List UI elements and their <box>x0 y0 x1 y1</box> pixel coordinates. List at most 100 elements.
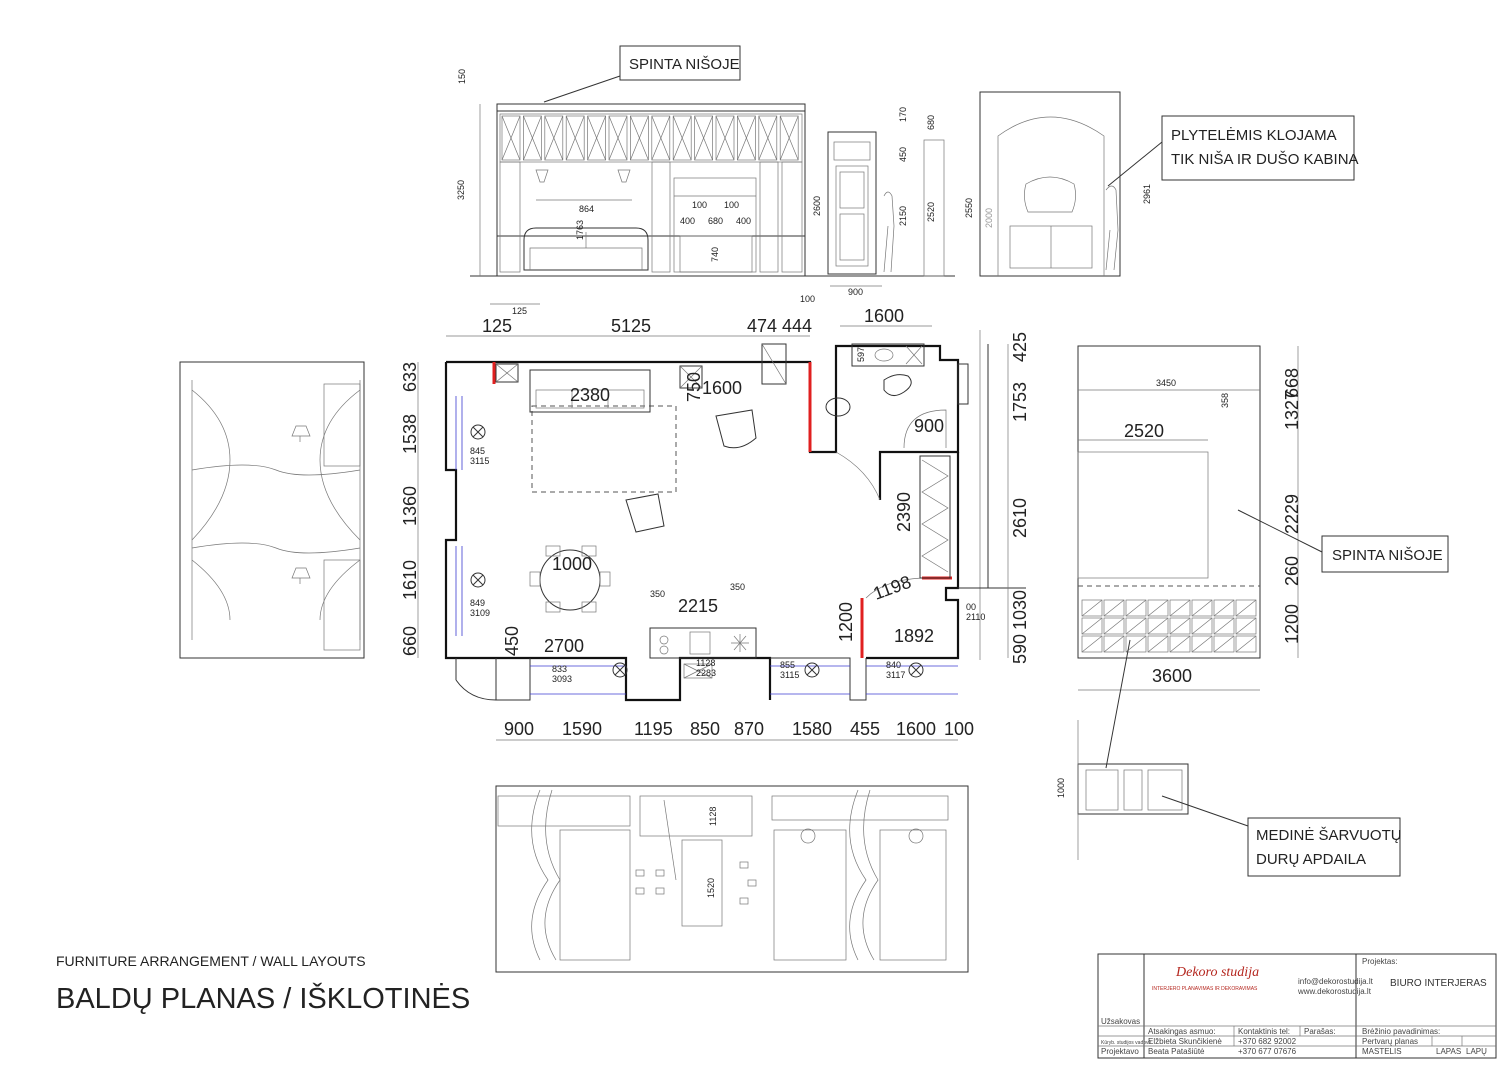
elevation-living-wall: 864 1763 100 100 400 680 400 740 150 325… <box>456 69 955 316</box>
title-block: Dekoro studija INTERJERO PLANAVIMAS IR D… <box>1097 953 1497 1059</box>
dim-left-660: 660 <box>400 626 420 656</box>
chair-icon <box>739 897 749 905</box>
dim-3600: 3600 <box>1152 666 1192 686</box>
dim-door-100: 100 <box>800 294 815 304</box>
dim-3450: 3450 <box>1156 378 1176 388</box>
armchair-1 <box>715 409 757 449</box>
window-dim-top: 833 <box>552 664 567 674</box>
elevation-bottom: 1128 1520 <box>495 785 969 973</box>
dim-1520: 1520 <box>706 878 716 898</box>
dim-top-474: 474 <box>747 316 777 336</box>
dim-left-1610: 1610 <box>400 560 420 600</box>
sheet-label: LAPAS <box>1436 1047 1461 1056</box>
dim-100a: 100 <box>692 200 707 210</box>
sheets-label: LAPŲ <box>1466 1047 1487 1056</box>
dim-2150: 2150 <box>898 206 908 226</box>
chair-icon <box>655 887 665 895</box>
lamp-icon-2 <box>291 567 311 584</box>
elevation-left-windows <box>179 361 365 659</box>
dim-597: 597 <box>856 347 866 362</box>
dim-bottom-900: 900 <box>504 719 534 739</box>
window-dim-bottom: 2110 <box>966 612 985 622</box>
drawing-name-label: Brėžinio pavadinimas: <box>1362 1027 1440 1036</box>
radiator-icon <box>612 662 628 678</box>
dim-table-1000: 1000 <box>552 554 592 574</box>
responsible-label: Atsakingas asmuo: <box>1148 1027 1216 1036</box>
window-dim-top: 855 <box>780 660 795 670</box>
dining-table <box>529 545 611 613</box>
callout-wardrobe-right: SPINTA NIŠOJE <box>1237 509 1449 573</box>
dim-2961: 2961 <box>1142 184 1152 204</box>
dim-668: 668 <box>1282 368 1302 398</box>
dim-2520-w: 2520 <box>1124 421 1164 441</box>
bath-sink <box>851 343 925 367</box>
designer-name: Beata Patašiūtė <box>1148 1047 1205 1056</box>
dim-100b: 100 <box>724 200 739 210</box>
dim-left-633: 633 <box>400 362 420 392</box>
dim-sofa-2380: 2380 <box>570 385 610 405</box>
dim-170: 170 <box>898 107 908 122</box>
dim-bottom-1600: 1600 <box>896 719 936 739</box>
window-dim-bottom: 3117 <box>886 670 905 680</box>
sheet-title: BALDŲ PLANAS / IŠKLOTINĖS <box>56 981 470 1015</box>
dim-right-1753: 1753 <box>1010 382 1030 422</box>
kitchen-counter <box>649 627 757 679</box>
radiator-icon <box>804 662 820 678</box>
elevation-wardrobe: 3450 2520 3600 358 668 1327 2229 260 120… <box>1077 345 1302 691</box>
mirror-icon <box>1024 176 1076 213</box>
callout-tiles-line2: TIK NIŠA IR DUŠO KABINA <box>1171 151 1359 168</box>
dim-1600-bench: 1600 <box>702 378 742 398</box>
designer-label: Projektavo <box>1101 1047 1139 1056</box>
dim-1200-w: 1200 <box>1282 604 1302 644</box>
chair-icon <box>635 869 645 877</box>
dim-bottom-1590: 1590 <box>562 719 602 739</box>
dim-740: 740 <box>710 247 720 262</box>
dim-top-125: 125 <box>482 316 512 336</box>
drawing-name: Pertvarų planas <box>1362 1037 1418 1046</box>
dim-358: 358 <box>1220 393 1230 408</box>
window-dim-top: 00 <box>966 602 976 612</box>
lamp-icon-b1 <box>800 828 816 844</box>
dim-1198: 1198 <box>871 572 914 604</box>
floor-plan <box>444 330 1026 702</box>
dim-right-590: 590 <box>1010 634 1030 664</box>
dim-bottom-870: 870 <box>734 719 764 739</box>
rug <box>531 405 677 493</box>
person-figure-bath <box>1105 185 1119 271</box>
window-dim-bottom: 2283 <box>696 668 716 678</box>
head-phone: +370 682 92002 <box>1238 1037 1297 1046</box>
head-label: Kūryb. studijos vadovė <box>1101 1040 1152 1046</box>
dim-2215: 2215 <box>678 596 718 616</box>
toilet <box>825 397 851 417</box>
callout-wardrobe-right-text: SPINTA NIŠOJE <box>1332 547 1443 564</box>
dim-door-680: 680 <box>926 115 936 130</box>
studio-web: www.dekorostudija.lt <box>1297 987 1372 996</box>
window-dim-bottom: 3115 <box>470 456 489 466</box>
dim-left-1360: 1360 <box>400 486 420 526</box>
dim-top-1600: 1600 <box>864 306 904 326</box>
studio-logo: Dekoro studija <box>1175 965 1259 980</box>
sofa-plan <box>529 369 651 413</box>
radiator-icon <box>908 662 924 678</box>
window-dim-bottom: 3093 <box>552 674 572 684</box>
sofa-elevation <box>523 227 649 271</box>
dim-2390: 2390 <box>894 492 914 532</box>
dim-350b: 350 <box>730 582 745 592</box>
scale-label: MASTELIS <box>1362 1047 1402 1056</box>
dim-right-2610: 2610 <box>1010 498 1030 538</box>
project-label: Projektas: <box>1362 957 1398 966</box>
door-elevation <box>827 131 877 275</box>
dim-1763: 1763 <box>575 220 585 240</box>
dim-450-k: 450 <box>502 626 522 656</box>
lamp-icon-b2 <box>908 828 924 844</box>
dim-350a: 350 <box>650 589 665 599</box>
dim-450: 450 <box>898 147 908 162</box>
dim-2550: 2550 <box>964 198 974 218</box>
dim-1200: 1200 <box>836 602 856 642</box>
dim-left-1538: 1538 <box>400 414 420 454</box>
dim-680: 680 <box>708 216 723 226</box>
wardrobe-niche <box>919 455 951 579</box>
upper-cabinets <box>499 113 803 163</box>
callout-tiles: PLYTELĖMIS KLOJAMA TIK NIŠA IR DUŠO KABI… <box>1107 115 1359 187</box>
dim-right-1030: 1030 <box>1010 590 1030 630</box>
